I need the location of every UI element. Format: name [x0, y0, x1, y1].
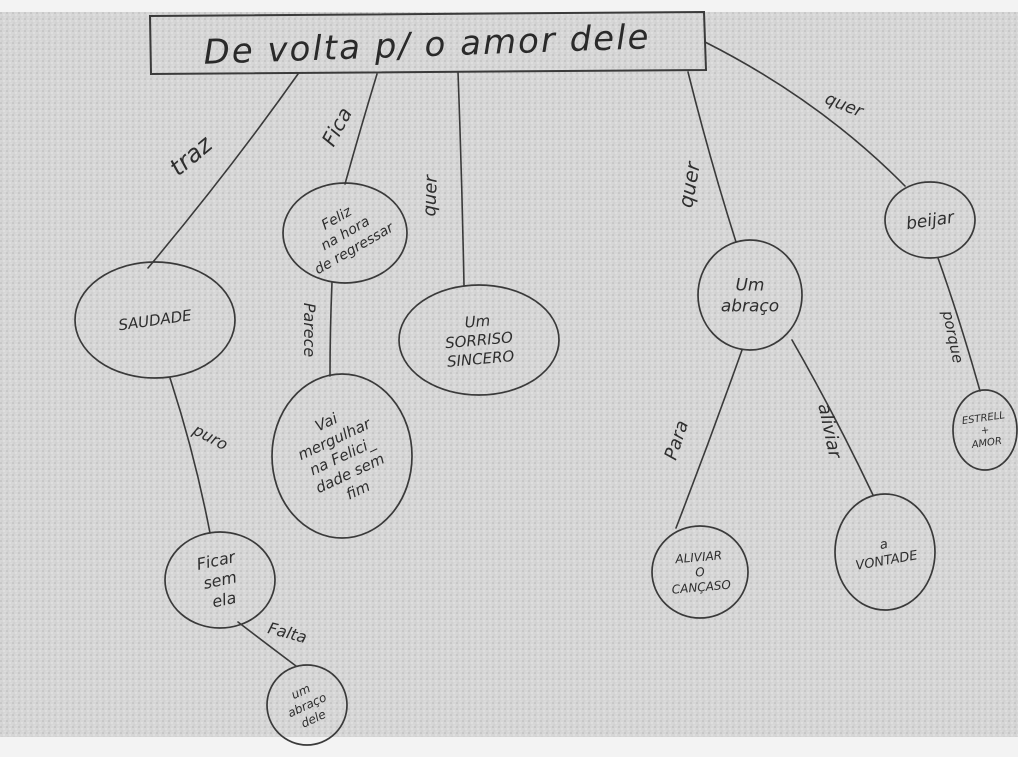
node-abraco-line: abraço [721, 297, 779, 317]
edge-feliz_mergulhar [329, 281, 333, 377]
scan-top-band [0, 0, 1018, 12]
node-estrela [952, 389, 1018, 471]
node-aliviar-line: ALIVIAR [674, 548, 723, 566]
node-abraco [697, 239, 803, 351]
node-mergulhar-text: Vaimergulharna Felici_dade semfim [287, 397, 398, 515]
node-abraco_dele-group: umabraçodele [266, 664, 348, 746]
node-aliviar-line: CANÇASO [671, 578, 731, 597]
edge-abraco_aliviar [675, 349, 743, 529]
node-ficar [164, 531, 276, 629]
node-sorriso [398, 284, 560, 396]
node-mergulhar-group: Vaimergulharna Felici_dade semfim [271, 373, 413, 539]
link-label-title_sorriso: quer [419, 173, 441, 217]
node-vontade [834, 493, 936, 611]
edge-abraco_vontade [791, 339, 874, 496]
node-saudade [74, 261, 236, 379]
node-sorriso-line: Um [464, 311, 491, 331]
title-box-outline [148, 10, 708, 76]
node-aliviar [651, 525, 749, 619]
node-beijar [884, 181, 976, 259]
node-sorriso-line: SINCERO [446, 347, 515, 371]
node-vontade-line: a [879, 537, 889, 553]
edge-saudade_ficar [169, 377, 211, 534]
node-feliz [282, 182, 408, 284]
scan-bottom-band [0, 737, 1018, 757]
node-sorriso-text: UmSORRISOSINCERO [443, 310, 516, 371]
node-sorriso-line: SORRISO [444, 328, 513, 352]
node-abraco_dele [266, 664, 348, 746]
node-aliviar-group: ALIVIAROCANÇASO [651, 525, 749, 619]
node-estrela-line: + [980, 425, 990, 437]
node-estrela-line: AMOR [970, 436, 1003, 451]
node-mergulhar [271, 373, 413, 539]
edge-title_sorriso [457, 71, 465, 287]
node-abraco-line: Um [735, 275, 764, 295]
edge-ficar_dele [237, 621, 297, 667]
edge-beijar_estrela [937, 257, 981, 392]
node-aliviar-line: O [695, 565, 706, 580]
edge-title_sorriso-group: quer [419, 71, 465, 287]
node-sorriso-group: UmSORRISOSINCERO [398, 284, 560, 396]
edge-title_beijar [704, 41, 906, 187]
edge-title_saudade [147, 73, 299, 269]
link-label-feliz_mergulhar: Parece [300, 303, 319, 358]
edge-feliz_mergulhar-group: Parece [300, 281, 333, 377]
edge-title_abraco [687, 71, 737, 243]
node-abraco_dele-text: umabraçodele [279, 677, 335, 734]
node-aliviar-text: ALIVIAROCANÇASO [669, 548, 732, 597]
edge-title_feliz [344, 73, 378, 185]
node-ficar-line: ela [210, 588, 238, 612]
